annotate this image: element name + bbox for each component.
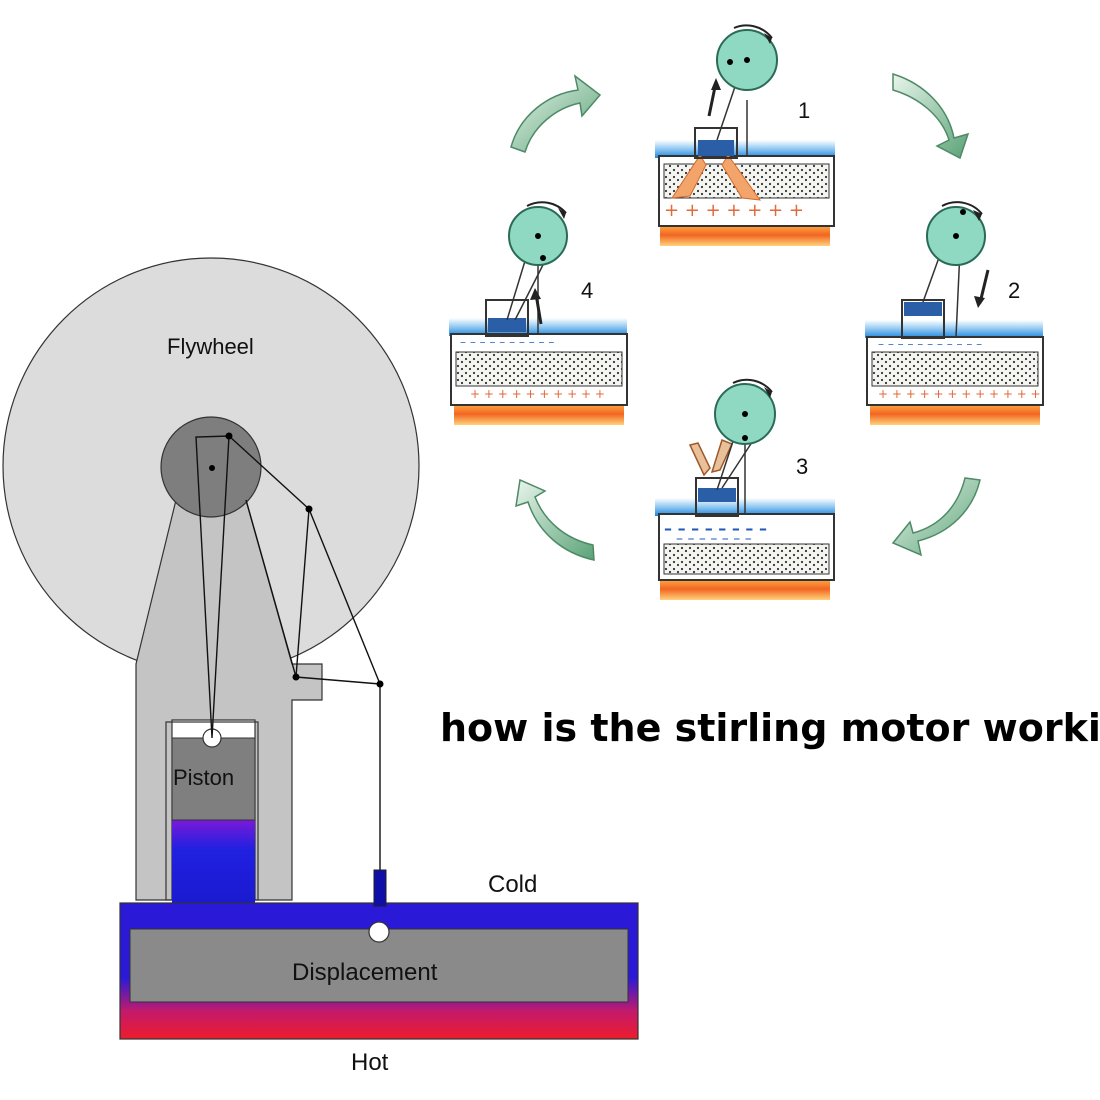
stage-3-minus: – – – – – – – –	[664, 519, 767, 538]
linkage-joint	[292, 673, 300, 681]
stage-4-rotation-head	[558, 208, 566, 219]
stage-3-number: 3	[796, 454, 808, 479]
stage-3-rotation-arrow	[732, 378, 773, 393]
stage-1-motion-head	[711, 78, 721, 90]
stage-4-wheel-axle	[535, 233, 541, 239]
stage-1-heat-arrows	[671, 154, 762, 201]
displacer-pin	[368, 921, 390, 943]
piston-label: Piston	[173, 765, 234, 790]
piston	[171, 737, 256, 821]
stage-3-cylinder	[695, 477, 739, 517]
stage-2-minus: – – – – – – – – – – –	[878, 337, 982, 351]
hub-center	[209, 465, 215, 471]
stage-2-number: 2	[1008, 278, 1020, 303]
cycle-arrow-bottom-right	[891, 477, 981, 557]
gas-column	[172, 820, 255, 904]
stage-3-heat-arrows	[688, 439, 734, 477]
stage-1: + + + + + + + 1	[655, 24, 835, 246]
stage-2-regenerator	[871, 351, 1039, 387]
stage-4-regenerator	[455, 351, 623, 387]
stage-4-number: 4	[581, 278, 593, 303]
stage-1-flame	[660, 224, 830, 246]
cycle-arrow-bottom-left	[515, 478, 595, 561]
stage-1-crank-pin	[727, 59, 733, 65]
stage-1-piston	[698, 140, 734, 156]
stage-4-cylinder	[485, 299, 529, 337]
stage-3-piston	[698, 488, 736, 502]
cycle-arrows	[510, 72, 981, 561]
hot-label: Hot	[351, 1049, 389, 1076]
stage-1-plus: + + + + + + +	[664, 200, 804, 221]
stage-1-number: 1	[798, 98, 810, 123]
stage-4-crank-pin	[540, 255, 546, 261]
stage-2-water	[865, 320, 1043, 338]
stage-2-plus: + + + + + + + + + + + +	[878, 387, 1041, 401]
stage-3-wheel-axle	[742, 411, 748, 417]
stage-4-minus: – – – – – – – – – –	[460, 335, 554, 349]
stage-3-crank-pin	[742, 435, 748, 441]
flywheel-label: Flywheel	[167, 334, 254, 359]
stage-3: – – – – – – – – – – – – – – – 3	[655, 378, 835, 600]
stage-2-motion-head	[974, 296, 985, 308]
stage-4-rod	[514, 254, 549, 321]
engine: Flywheel Piston D	[2, 257, 639, 1076]
diagram-title: how is the stirling motor working	[440, 706, 1100, 750]
stage-3-regenerator	[663, 543, 830, 575]
stage-3-rotation-head	[764, 387, 772, 398]
stage-4-plus: + + + + + + + + + +	[470, 387, 605, 401]
linkage	[195, 435, 381, 870]
linkage-joint	[305, 505, 313, 513]
cold-label: Cold	[488, 871, 537, 898]
displacer-rod	[373, 869, 387, 907]
stage-2-rotation-head	[973, 210, 982, 221]
linkage-joint	[376, 680, 384, 688]
displacement-label: Displacement	[292, 959, 438, 986]
stage-1-rotation-head	[764, 33, 772, 44]
stage-1-cylinder	[694, 127, 738, 159]
stage-4-flame	[454, 403, 624, 425]
stage-4-motion-head	[530, 288, 541, 300]
stage-1-wheel-axle	[744, 57, 750, 63]
cycle-arrow-top-right	[892, 72, 970, 160]
stage-1-rotation-arrow	[733, 24, 773, 39]
stage-2-wheel-axle	[953, 233, 959, 239]
stage-4-rotation-arrow	[526, 201, 567, 214]
stage-3-flame	[660, 578, 830, 600]
stage-2-piston	[904, 302, 942, 316]
stage-2-flame	[870, 403, 1040, 425]
stage-4: – – – – – – – – – – + + + + + + + + + + …	[449, 201, 628, 425]
linkage-joint	[225, 432, 233, 440]
stage-3-minus-row2: – – – – – – –	[676, 531, 752, 547]
stage-2-crank-pin	[960, 209, 966, 215]
stage-2: – – – – – – – – – – – + + + + + + + + + …	[865, 201, 1044, 425]
stage-2-rotation-arrow	[941, 201, 983, 215]
stage-4-piston	[488, 318, 526, 332]
cycle-arrow-top-left	[510, 74, 602, 153]
